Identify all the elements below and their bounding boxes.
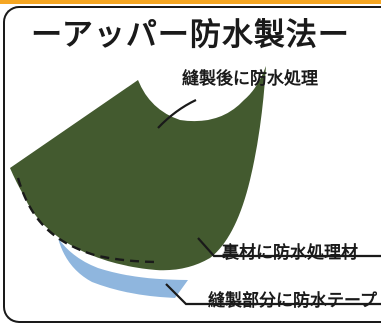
- stitch-line: [16, 177, 161, 264]
- leader-line-lining: [197, 237, 381, 258]
- upper-material-sheet: [10, 66, 266, 271]
- accent-bar: [0, 0, 381, 4]
- label-tape: 縫製部分に防水テープ: [208, 291, 377, 311]
- label-after-sewing: 縫製後に防水処理: [182, 69, 318, 89]
- diagram-title: ーアッパー防水製法ー: [31, 17, 350, 53]
- leader-line-after-sewing: [157, 99, 197, 129]
- label-lining: 裏材に防水処理材: [222, 243, 358, 263]
- leader-line-tape: [165, 283, 381, 306]
- waterproof-tape-strip: [58, 238, 188, 298]
